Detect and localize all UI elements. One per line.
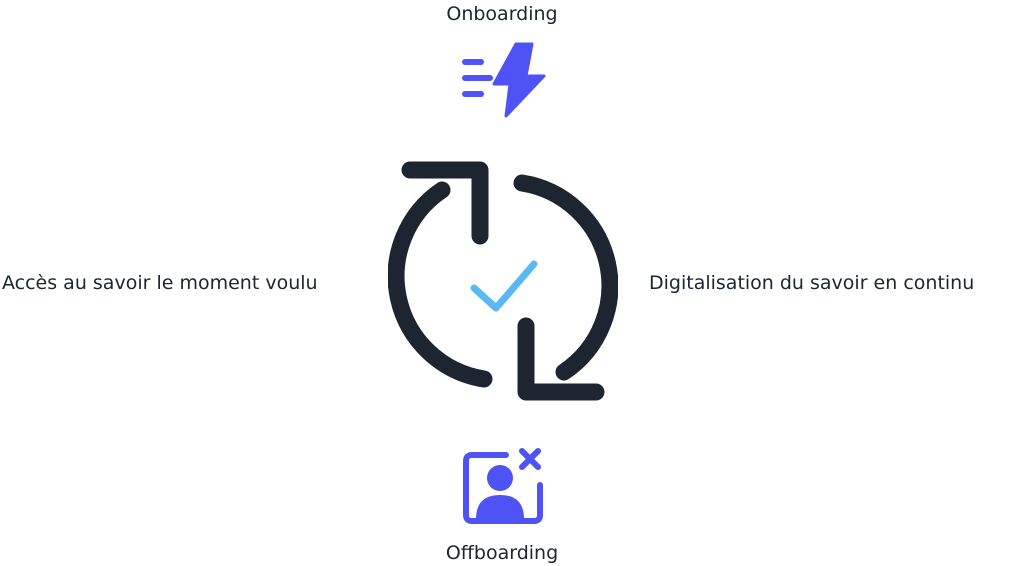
sync-check-icon (388, 161, 618, 401)
knowledge-access-label: Accès au savoir le moment voulu (2, 272, 318, 294)
onboarding-label: Onboarding (446, 3, 558, 25)
lightning-bolt-icon (462, 42, 546, 118)
offboarding-label: Offboarding (445, 542, 559, 564)
check-icon (470, 260, 538, 312)
continuous-digitalisation-label: Digitalisation du savoir en continu (649, 272, 975, 294)
user-remove-icon (463, 448, 543, 524)
